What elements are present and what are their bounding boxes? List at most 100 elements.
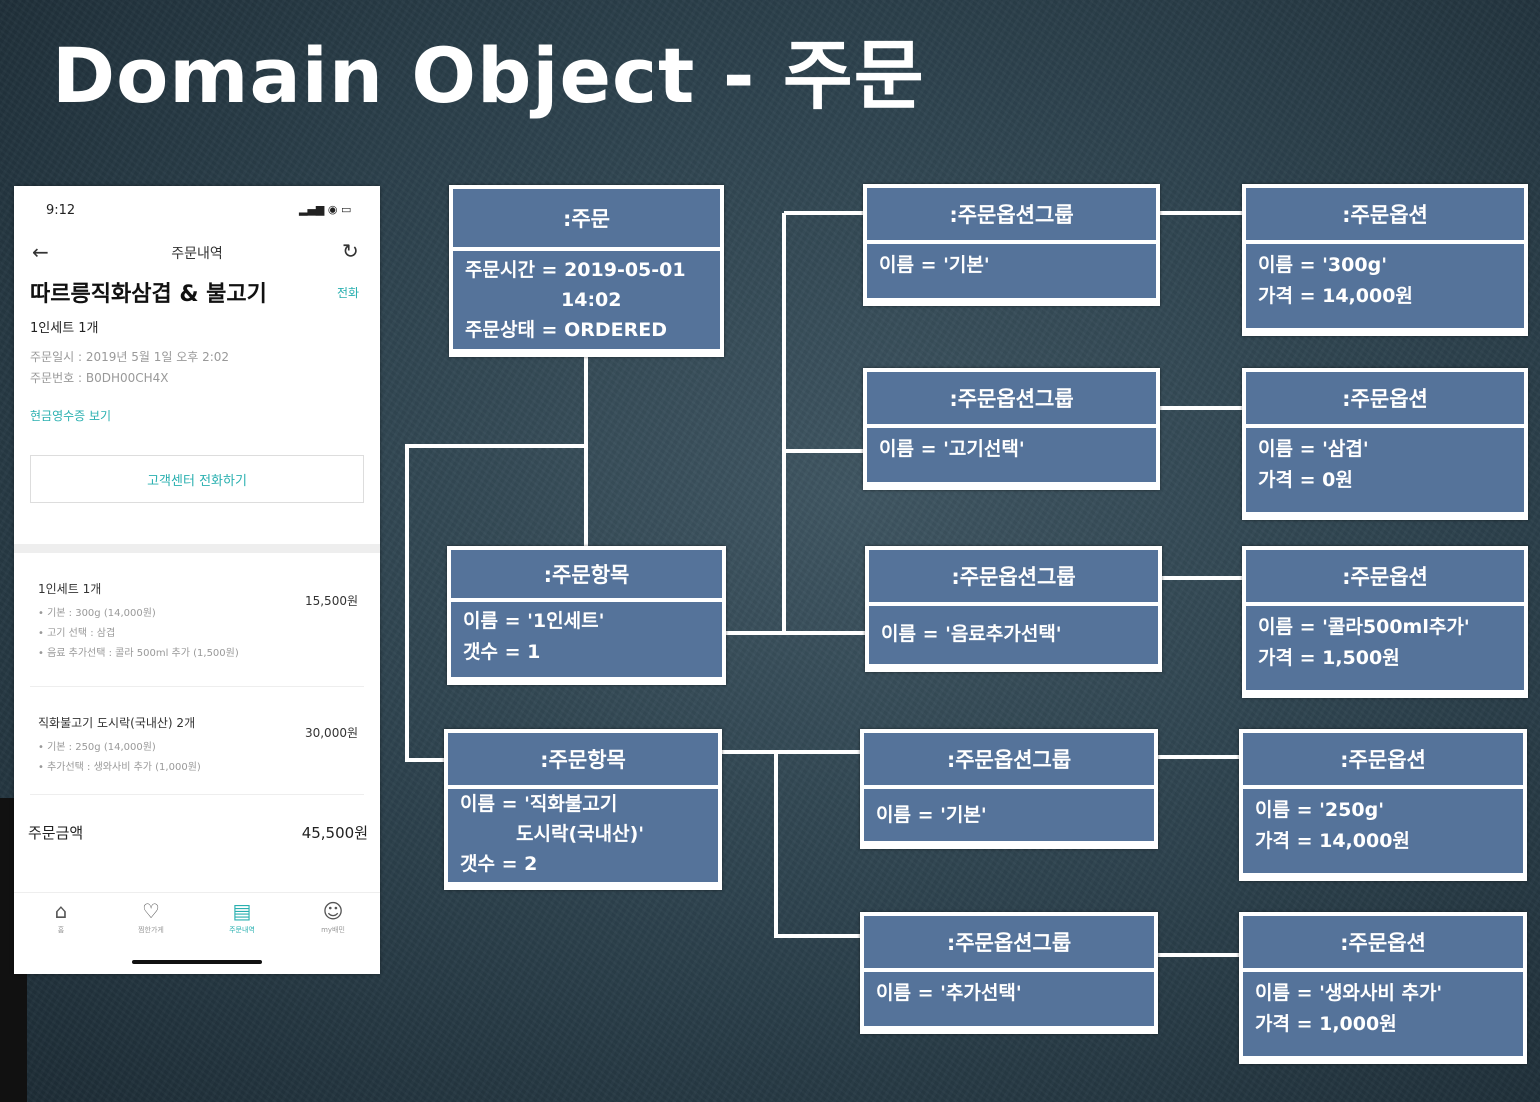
option-group-box: :주문옵션그룹 이름 = '음료추가선택' <box>865 546 1162 672</box>
option-box: :주문옵션 이름 = '생와사비 추가' 가격 = 1,000원 <box>1239 912 1527 1064</box>
option-price: 가격 = 14,000원 <box>1255 830 1410 852</box>
total-label: 주문금액 <box>28 824 84 842</box>
customer-center-call-button[interactable]: 고객센터 전화하기 <box>30 455 364 503</box>
box-header: :주문옵션 <box>1246 550 1524 602</box>
box-header: :주문옵션그룹 <box>864 916 1154 968</box>
order-item-name: 이름 = '직화불고기 <box>460 793 618 815</box>
order-item-count: 갯수 = 1 <box>463 641 541 663</box>
box-header: :주문옵션 <box>1243 916 1523 968</box>
option-box: :주문옵션 이름 = '콜라500ml추가' 가격 = 1,500원 <box>1242 546 1528 698</box>
option-group-box: :주문옵션그룹 이름 = '추가선택' <box>860 912 1158 1034</box>
home-indicator <box>132 960 262 964</box>
item-option: • 음료 추가선택 : 콜라 500ml 추가 (1,500원) <box>38 648 239 659</box>
tab-label: 홈 <box>57 926 65 934</box>
item-price: 30,000원 <box>304 726 358 740</box>
store-name: 따르릉직화삼겹 & 불고기 <box>30 282 267 307</box>
box-body: 이름 = '음료추가선택' <box>869 606 1158 664</box>
box-header: :주문옵션 <box>1246 372 1524 424</box>
box-body: 이름 = '기본' <box>867 244 1156 298</box>
box-header: :주문옵션그룹 <box>867 372 1156 424</box>
smile-icon: ☺ <box>322 899 344 923</box>
option-name: 이름 = '300g' <box>1258 254 1388 276</box>
nav-title: 주문내역 <box>171 246 223 262</box>
tab-favorites[interactable]: ♡ 찜한가게 <box>116 899 186 935</box>
box-header: :주문옵션그룹 <box>867 188 1156 240</box>
order-time: 주문시간 = 2019-05-01 <box>465 259 686 281</box>
item-option: • 기본 : 250g (14,000원) <box>38 742 156 753</box>
order-item-count: 갯수 = 2 <box>460 853 538 875</box>
box-header: :주문 <box>453 189 720 247</box>
refresh-icon[interactable]: ↻ <box>342 239 359 263</box>
connector-order-item2 <box>405 444 586 762</box>
slide-title: Domain Object - 주문 <box>52 31 925 120</box>
option-price: 가격 = 1,500원 <box>1258 647 1400 669</box>
order-time-cont: 14:02 <box>561 289 622 311</box>
box-body: 이름 = '고기선택' <box>867 428 1156 482</box>
box-header: :주문옵션그룹 <box>869 550 1158 602</box>
connector-groups-bus-b <box>774 752 862 938</box>
order-object-box: :주문 주문시간 = 2019-05-01 14:02 주문상태 = ORDER… <box>449 185 724 357</box>
order-number: 주문번호 : B0DH00CH4X <box>30 371 169 385</box>
status-time: 9:12 <box>46 203 76 218</box>
box-body: 이름 = '삼겹' 가격 = 0원 <box>1246 428 1524 512</box>
option-price: 가격 = 0원 <box>1258 469 1353 491</box>
option-group-box: :주문옵션그룹 이름 = '기본' <box>863 184 1160 306</box>
item-option: • 기본 : 300g (14,000원) <box>38 608 156 619</box>
tab-label: 주문내역 <box>229 926 255 934</box>
order-item-name-cont: 도시락(국내산)' <box>516 823 645 845</box>
heart-icon: ♡ <box>142 899 160 923</box>
box-header: :주문옵션 <box>1246 188 1524 240</box>
order-status: 주문상태 = ORDERED <box>465 319 667 341</box>
box-body: 이름 = '생와사비 추가' 가격 = 1,000원 <box>1243 972 1523 1056</box>
tab-my[interactable]: ☺ my배민 <box>298 899 368 935</box>
tab-label: 찜한가게 <box>138 926 164 934</box>
home-icon: ⌂ <box>54 899 68 923</box>
item-option: • 추가선택 : 생와사비 추가 (1,000원) <box>38 762 201 773</box>
order-item-name: 이름 = '1인세트' <box>463 610 605 632</box>
option-box: :주문옵션 이름 = '삼겹' 가격 = 0원 <box>1242 368 1528 520</box>
box-header: :주문항목 <box>451 550 722 598</box>
option-box: :주문옵션 이름 = '300g' 가격 = 14,000원 <box>1242 184 1528 336</box>
option-price: 가격 = 14,000원 <box>1258 285 1413 307</box>
total-value: 45,500원 <box>301 824 368 842</box>
call-link[interactable]: 전화 <box>337 286 360 300</box>
phone-order-screen: 9:12 ▂▄▆ ◉ ▭ ← 주문내역 ↻ 따르릉직화삼겹 & 불고기 전화 1… <box>14 186 380 974</box>
box-body: 이름 = '250g' 가격 = 14,000원 <box>1243 789 1523 873</box>
tab-home[interactable]: ⌂ 홈 <box>26 899 96 935</box>
option-name: 이름 = '생와사비 추가' <box>1255 982 1443 1004</box>
box-header: :주문옵션그룹 <box>864 733 1154 785</box>
box-body: 이름 = '추가선택' <box>864 972 1154 1026</box>
option-group-box: :주문옵션그룹 이름 = '기본' <box>860 729 1158 849</box>
row-divider <box>30 686 364 687</box>
box-body: 이름 = '기본' <box>864 789 1154 841</box>
option-price: 가격 = 1,000원 <box>1255 1013 1397 1035</box>
status-icons: ▂▄▆ ◉ ▭ <box>299 203 352 216</box>
tab-orders[interactable]: ▤ 주문내역 <box>207 899 277 935</box>
option-group-box: :주문옵션그룹 이름 = '고기선택' <box>863 368 1160 490</box>
item-name: 직화불고기 도시락(국내산) 2개 <box>38 716 196 730</box>
order-summary: 1인세트 1개 <box>30 321 99 336</box>
section-divider <box>14 544 380 553</box>
option-name: 이름 = '250g' <box>1255 799 1385 821</box>
bottom-tab-bar: ⌂ 홈 ♡ 찜한가게 ▤ 주문내역 ☺ my배민 <box>14 892 380 953</box>
box-body: 이름 = '300g' 가격 = 14,000원 <box>1246 244 1524 328</box>
box-body: 이름 = '직화불고기 도시락(국내산)' 갯수 = 2 <box>448 789 718 882</box>
box-body: 주문시간 = 2019-05-01 14:02 주문상태 = ORDERED <box>453 251 720 349</box>
order-item-box: :주문항목 이름 = '직화불고기 도시락(국내산)' 갯수 = 2 <box>444 729 722 890</box>
box-body: 이름 = '1인세트' 갯수 = 1 <box>451 602 722 677</box>
tab-label: my배민 <box>321 926 345 934</box>
option-name: 이름 = '콜라500ml추가' <box>1258 616 1470 638</box>
box-body: 이름 = '콜라500ml추가' 가격 = 1,500원 <box>1246 606 1524 690</box>
box-header: :주문항목 <box>448 733 718 785</box>
back-arrow-icon[interactable]: ← <box>32 240 49 264</box>
order-date: 주문일시 : 2019년 5월 1일 오후 2:02 <box>30 350 230 364</box>
box-header: :주문옵션 <box>1243 733 1523 785</box>
order-item-box: :주문항목 이름 = '1인세트' 갯수 = 1 <box>447 546 726 685</box>
item-price: 15,500원 <box>304 594 358 608</box>
item-name: 1인세트 1개 <box>38 582 102 596</box>
item-option: • 고기 선택 : 삼겹 <box>38 628 116 639</box>
row-divider <box>30 794 364 795</box>
receipt-link[interactable]: 현금영수증 보기 <box>30 409 112 423</box>
